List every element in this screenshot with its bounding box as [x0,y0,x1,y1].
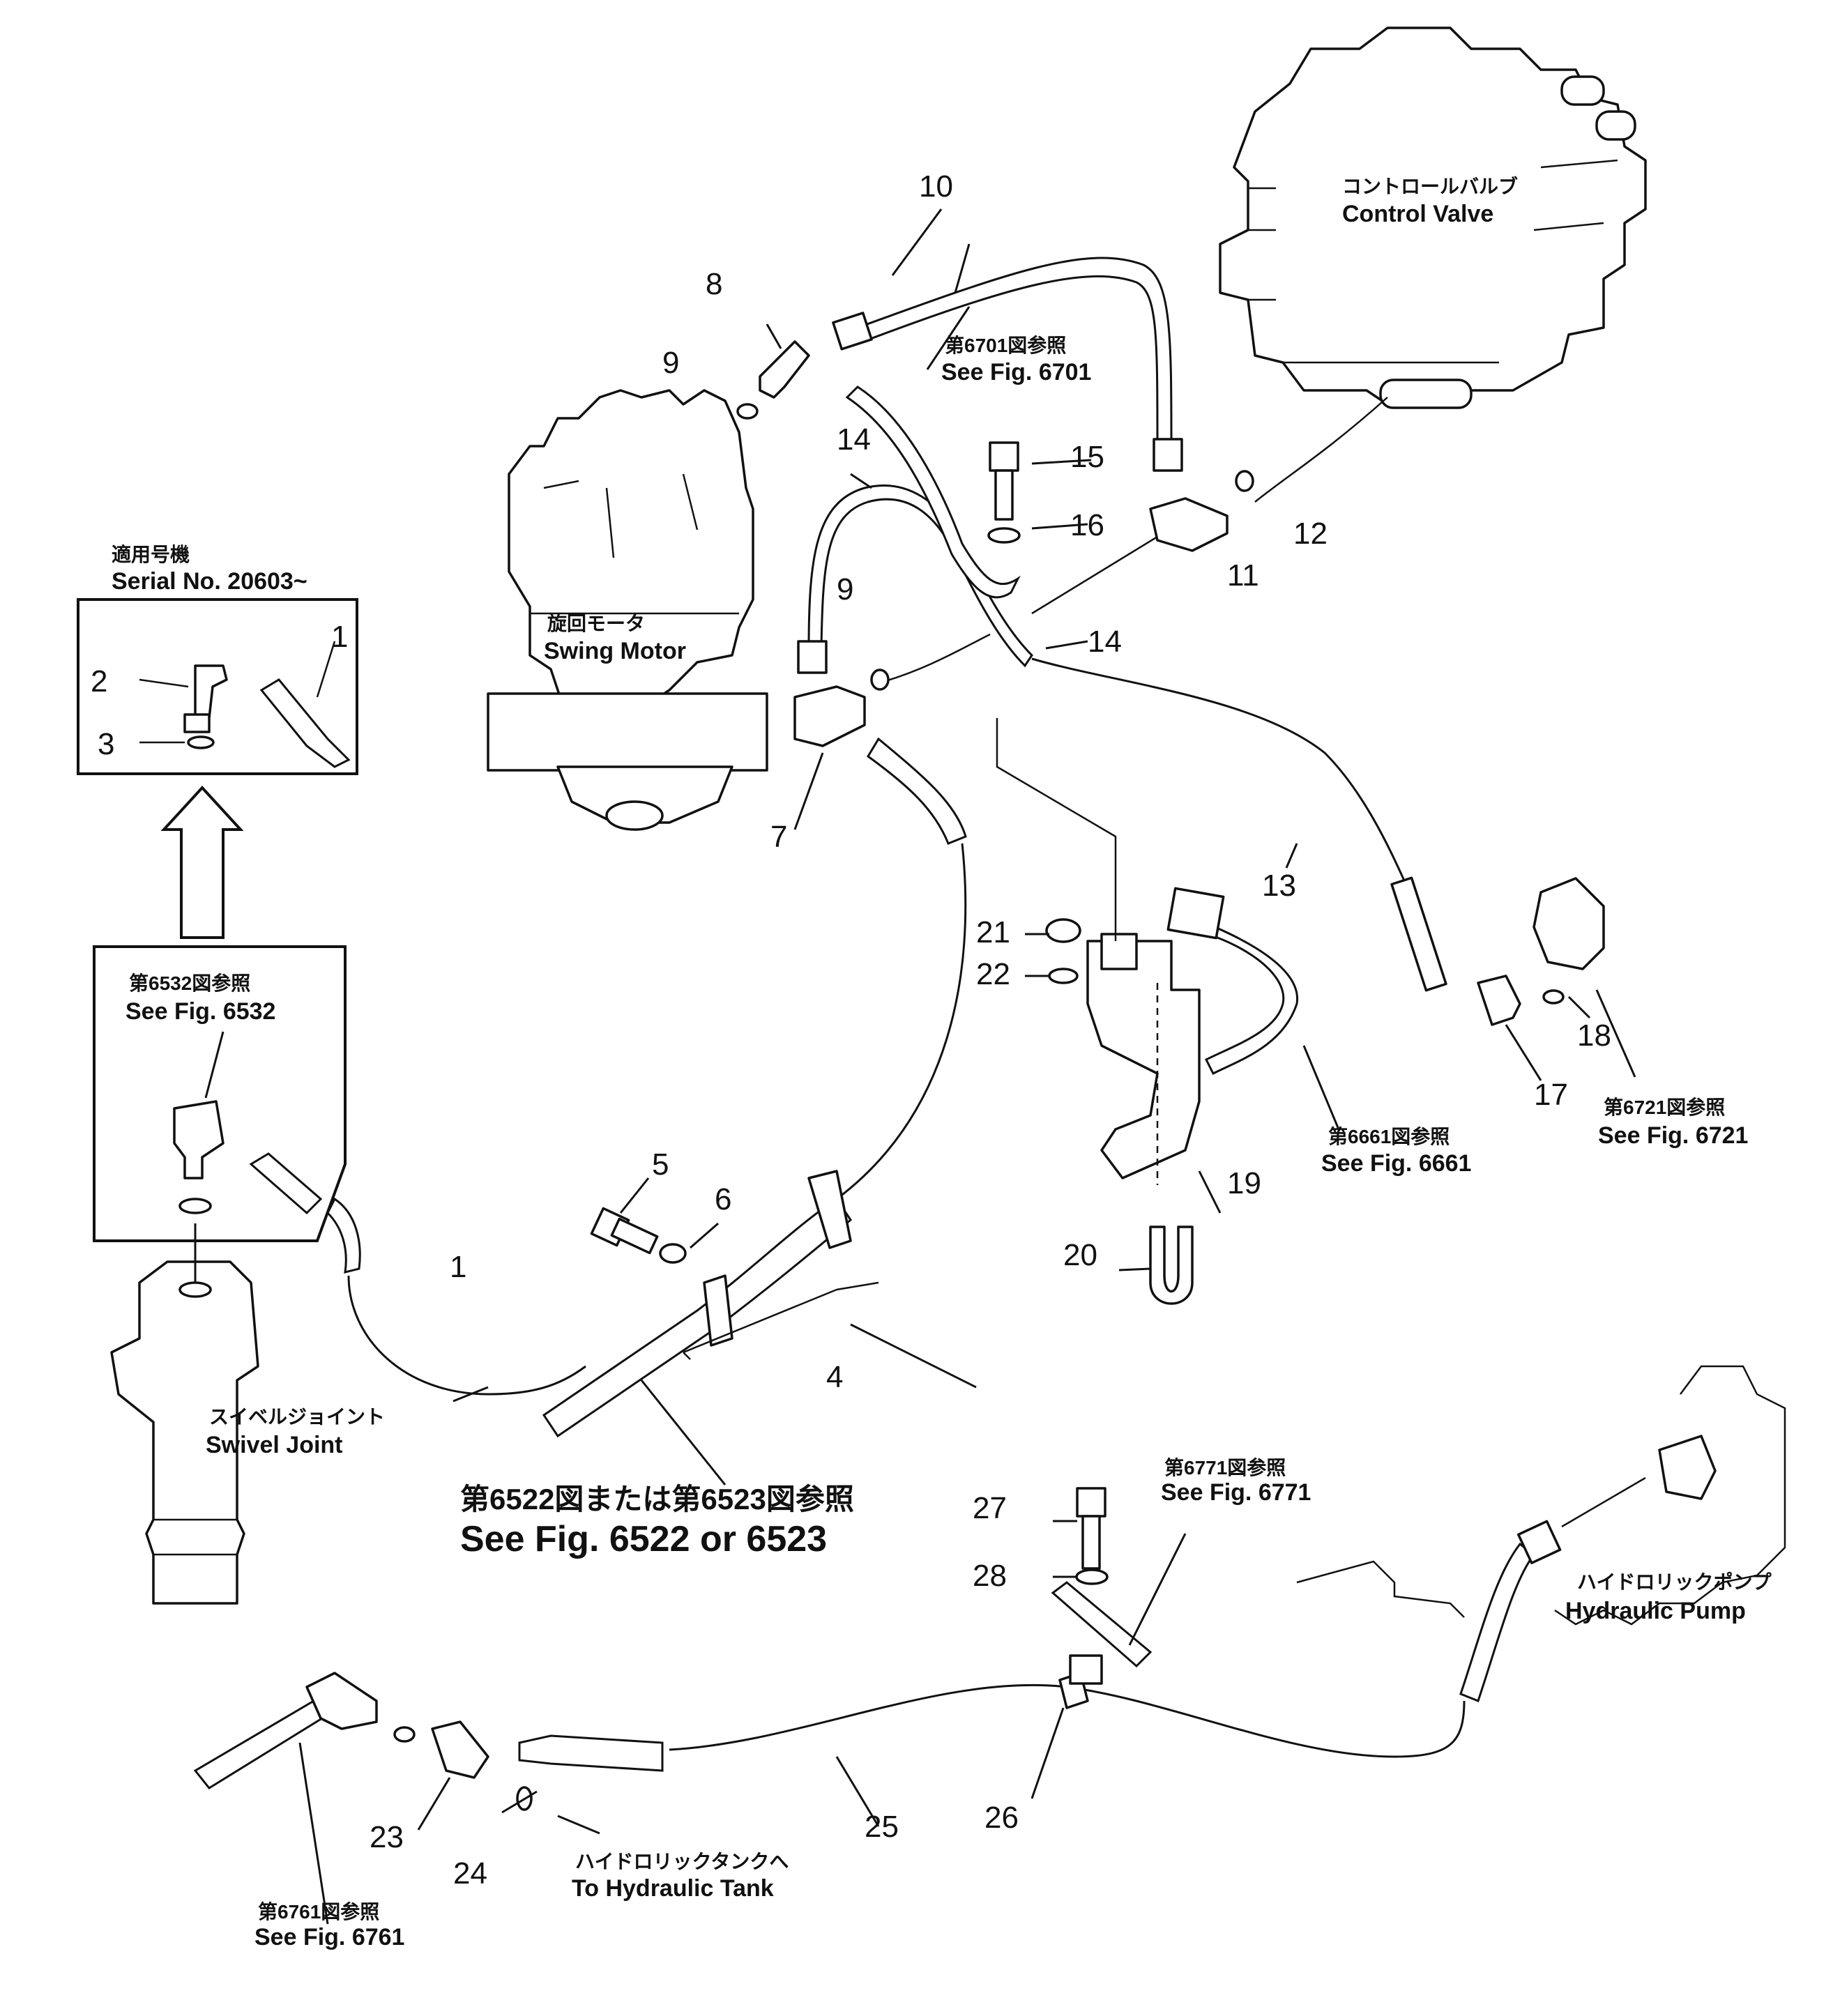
ref-6701-en: See Fig. 6701 [941,359,1091,385]
hydraulic-tank-label-en: To Hydraulic Tank [572,1875,774,1902]
hydraulic-pump-label-jp: ハイドロリックポンプ [1577,1571,1772,1593]
ref-6771-en: See Fig. 6771 [1161,1479,1311,1506]
control-valve-label-jp: コントロールバルブ [1342,175,1518,197]
elbow-8 [759,340,810,399]
callout-19: 19 [1227,1166,1261,1200]
callout-23: 23 [370,1820,404,1854]
callout-8: 8 [706,267,722,301]
callout-7: 7 [770,820,787,854]
ref-6532-jp: 第6532図参照 [129,972,250,994]
callout-3: 3 [98,727,114,761]
callout-1: 1 [450,1250,466,1284]
serial-label-jp: 適用号機 [112,543,190,565]
hose-6761 [193,1700,330,1789]
hose-clamp-4 [542,1197,852,1438]
callout-14-top: 14 [837,422,871,457]
ref-6771-jp: 第6771図参照 [1164,1456,1286,1479]
callout-25: 25 [865,1810,899,1844]
ref-6721-en: See Fig. 6721 [1598,1122,1748,1149]
control-valve: コントロールバルブ Control Valve [1219,26,1647,409]
ref-6522-en: See Fig. 6522 or 6523 [460,1519,827,1559]
swing-motor: 旋回モータ Swing Motor [487,389,768,831]
callout-15: 15 [1070,440,1104,474]
swivel-joint-label-jp: スイベルジョイント [209,1406,385,1428]
connector-23 [431,1720,489,1779]
hydraulic-tank-label-jp: ハイドロリックタンクへ [575,1851,789,1872]
swivel-joint-label-en: Swivel Joint [206,1432,343,1458]
callout-9: 9 [837,572,853,606]
callout-4: 4 [826,1360,843,1394]
serial-inset: 適用号機 Serial No. 20603~ [77,543,358,775]
swing-motor-label-en: Swing Motor [544,638,686,664]
callout-6: 6 [715,1182,731,1216]
hose-14-upper [807,484,1033,668]
control-valve-label-en: Control Valve [1342,201,1493,227]
callout-14: 14 [1088,625,1122,659]
callout-1-inset: 1 [331,620,348,654]
hose-1 [326,1197,361,1274]
callout-9-top: 9 [662,346,679,380]
bracket-19 [1086,940,1201,1179]
callout-21: 21 [976,915,1010,949]
callout-16: 16 [1070,508,1104,542]
callout-24: 24 [453,1856,487,1891]
callout-12: 12 [1293,517,1328,551]
hose-pump [1459,1542,1536,1702]
line-25 [669,1683,1466,1758]
callout-26: 26 [984,1801,1019,1835]
line-13 [1031,657,1417,907]
hose-tank [518,1734,664,1772]
upward-arrow [160,786,244,939]
ref-6661-jp: 第6661図参照 [1328,1125,1450,1147]
ref-6532-en: See Fig. 6532 [126,998,275,1025]
swing-motor-label-jp: 旋回モータ [547,613,645,634]
ref-6661-en: See Fig. 6661 [1321,1150,1471,1177]
callout-20: 20 [1063,1238,1097,1272]
hose-6701 [845,385,1021,599]
ref-6701-jp: 第6701図参照 [945,334,1066,356]
callout-11: 11 [1227,558,1259,593]
swivel-joint: スイベルジョイント Swivel Joint [110,1223,385,1605]
reference-labels: 第6701図参照 See Fig. 6701 第6661図参照 See Fig.… [254,334,1748,1950]
callouts: 1 1 2 3 4 5 6 7 8 9 9 10 11 12 13 14 14 … [91,169,1611,1891]
callout-22: 22 [976,957,1010,991]
hose-7 [867,737,967,845]
fig6532-inset: 第6532図参照 See Fig. 6532 [93,945,347,1242]
ref-6721-jp: 第6721図参照 [1604,1096,1725,1118]
ref-6522-jp: 第6522図または第6523図参照 [460,1483,854,1515]
ref-6761-en: See Fig. 6761 [254,1924,404,1950]
ubolt-20 [1149,1225,1194,1305]
tee-7 [793,685,866,747]
serial-label-en: Serial No. 20603~ [112,568,307,595]
callout-18: 18 [1577,1018,1611,1053]
tee-11 [1149,497,1229,552]
callout-28: 28 [973,1559,1007,1593]
ref-6761-jp: 第6761図参照 [258,1900,379,1923]
callout-27: 27 [973,1491,1007,1525]
callout-2: 2 [91,664,107,698]
hydraulic-pump-label-en: Hydraulic Pump [1565,1598,1746,1624]
callout-13: 13 [1262,869,1296,903]
hydraulic-pump: ハイドロリックポンプ Hydraulic Pump [1296,1365,1786,1626]
callout-17: 17 [1534,1078,1568,1112]
leader-lines [298,208,1636,1925]
callout-5: 5 [652,1147,669,1182]
callout-10: 10 [919,169,953,204]
valve-6721 [1532,877,1605,970]
